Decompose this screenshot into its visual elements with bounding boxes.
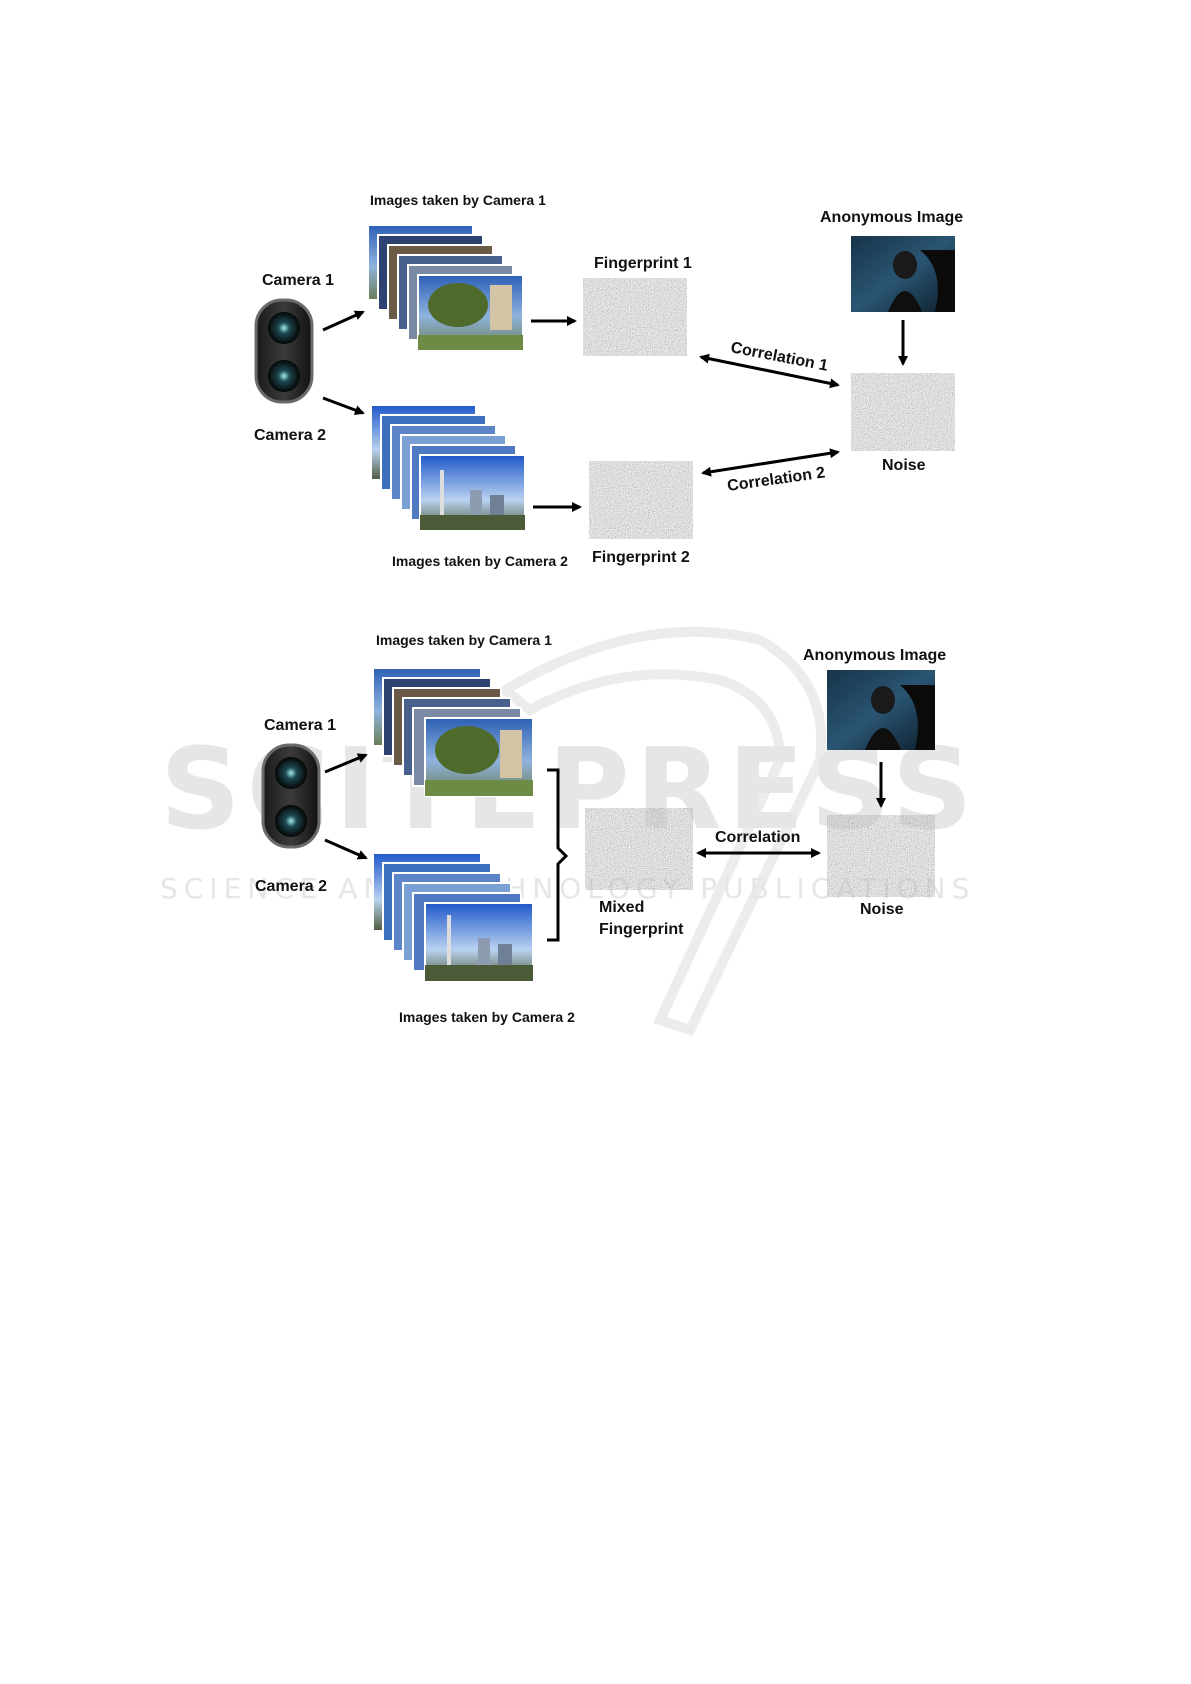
lens-icon [268, 312, 300, 344]
image-stack-camera2 [372, 852, 534, 982]
noise-image [827, 815, 935, 897]
anonymous-image [851, 236, 955, 312]
dual-camera-icon [261, 743, 321, 849]
arrow-camera2-to-images [324, 838, 368, 860]
noise-label: Noise [860, 901, 904, 918]
correlation1-label: Correlation 1 [729, 339, 829, 375]
images-cam2-label: Images taken by Camera 2 [399, 1009, 575, 1025]
mixed-fingerprint-noise-image [585, 808, 693, 890]
lens-icon [275, 805, 307, 837]
camera2-label: Camera 2 [255, 878, 327, 895]
fingerprint1-label: Fingerprint 1 [594, 255, 692, 272]
images-cam1-label: Images taken by Camera 1 [370, 192, 546, 208]
arrow-camera1-to-images [324, 753, 368, 774]
mixed-fingerprint-label-line2: Fingerprint [599, 921, 684, 938]
camera1-label: Camera 1 [262, 272, 334, 289]
fingerprint2-label: Fingerprint 2 [592, 549, 690, 566]
lens-icon [268, 360, 300, 392]
correlation-label: Correlation [715, 829, 800, 846]
correlation2-label: Correlation 2 [726, 464, 826, 495]
lens-icon [275, 757, 307, 789]
fingerprint2-noise-image [589, 461, 693, 539]
images-cam1-label: Images taken by Camera 1 [376, 632, 552, 648]
arrow-correlation2 [701, 448, 840, 477]
images-cam2-label: Images taken by Camera 2 [392, 553, 568, 569]
fingerprint1-noise-image [583, 278, 687, 356]
dual-camera-icon [254, 298, 314, 404]
arrow-correlation1 [699, 353, 840, 389]
camera1-label: Camera 1 [264, 717, 336, 734]
diagram-bottom: Camera 1 Camera 2 Images taken by Camera… [255, 632, 946, 1025]
noise-label: Noise [882, 457, 926, 474]
image-stack-camera2 [370, 404, 526, 531]
image-stack-camera1 [372, 667, 534, 797]
camera2-label: Camera 2 [254, 427, 326, 444]
anonymous-image [827, 670, 935, 750]
anonymous-image-label: Anonymous Image [803, 647, 946, 664]
noise-image [851, 373, 955, 451]
mixed-fingerprint-label-line1: Mixed [599, 899, 644, 916]
diagram-top: Camera 1 Camera 2 Images taken by Camera… [254, 192, 963, 569]
grouping-brace [547, 768, 569, 942]
arrow-camera1-to-images [322, 310, 365, 332]
image-stack-camera1 [367, 224, 524, 351]
watermark-swoosh [496, 626, 827, 1037]
arrow-camera2-to-images [322, 396, 365, 415]
anonymous-image-label: Anonymous Image [820, 209, 963, 226]
